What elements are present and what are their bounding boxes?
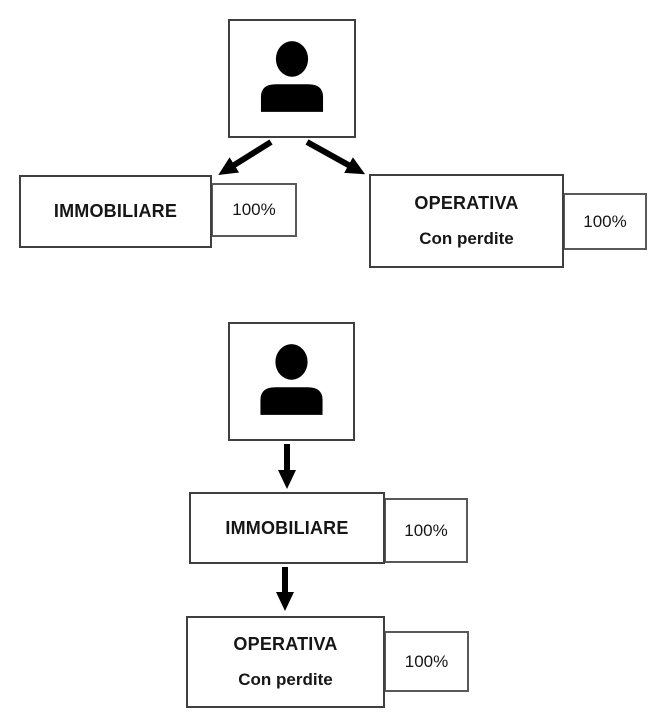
immobiliare-box-bottom: IMMOBILIARE <box>189 492 385 564</box>
immobiliare-ownership-badge-bottom: 100% <box>384 498 468 563</box>
shareholder-box-top <box>228 19 356 138</box>
operativa-ownership-badge-top: 100% <box>563 193 647 250</box>
operativa-ownership-badge-bottom: 100% <box>384 631 469 692</box>
ownership-value: 100% <box>232 200 276 219</box>
operativa-box-bottom: OPERATIVA Con perdite <box>186 616 385 708</box>
immobiliare-label: IMMOBILIARE <box>225 517 349 538</box>
immobiliare-label: IMMOBILIARE <box>53 201 178 221</box>
arrow-top-to-operativa <box>305 139 366 175</box>
arrow-top-to-immobiliare <box>218 139 273 175</box>
person-icon <box>260 41 324 112</box>
ownership-value: 100% <box>583 211 627 231</box>
immobiliare-ownership-badge-top: 100% <box>211 183 297 237</box>
ownership-value: 100% <box>404 651 449 671</box>
operativa-subtitle: Con perdite <box>238 670 333 689</box>
operativa-subtitle: Con perdite <box>419 229 514 248</box>
person-icon <box>260 344 323 415</box>
operativa-label: OPERATIVA <box>233 634 338 654</box>
operativa-label: OPERATIVA <box>414 193 519 213</box>
immobiliare-box-top: IMMOBILIARE <box>19 175 212 248</box>
operativa-box-top: OPERATIVA Con perdite <box>369 174 564 268</box>
shareholder-box-bottom <box>228 322 355 441</box>
ownership-value: 100% <box>404 520 448 540</box>
